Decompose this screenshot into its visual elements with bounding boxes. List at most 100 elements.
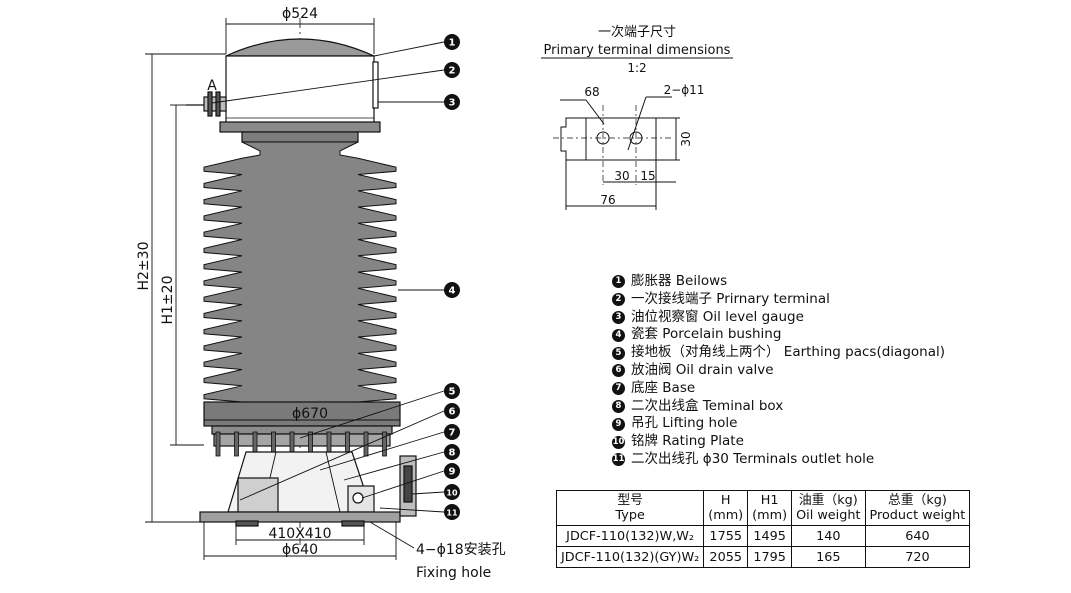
spec-header-line: H1 [760,493,779,508]
legend-number-badge: 4 [612,328,625,342]
callout-marker: 1 [444,34,460,50]
legend-number-badge: 2 [612,293,625,307]
terminal-marker: A [207,78,217,94]
callout-marker: 5 [444,383,460,399]
spec-header-line: Product weight [869,508,966,523]
legend-item: 1 膨胀器 Beilows [612,273,945,291]
callout-marker: 8 [444,444,460,460]
callout-marker: 4 [444,282,460,298]
legend-item: 11 二次出线孔 ϕ30 Terminals outlet hole [612,451,945,469]
legend-text: 一次接线端子 Prirnary terminal [631,290,830,307]
spec-header-line: (mm) [708,508,744,523]
legend-number-badge: 3 [612,310,625,324]
h1-label: H1±20 [160,276,176,325]
spec-cell: 1755 [703,525,749,547]
legend-number-badge: 7 [612,382,625,396]
legend-text: 膨胀器 Beilows [631,273,728,289]
legend-item: 6 放油阀 Oil drain valve [612,362,945,380]
spec-cell: 720 [864,546,971,568]
spec-header-cell: H1(mm) [747,490,793,526]
legend-text: 铭牌 Rating Plate [631,433,744,450]
callout-number: 6 [449,407,456,418]
legend-item: 3 油位视察窗 Oil level gauge [612,309,945,327]
legend-item: 4 瓷套 Porcelain bushing [612,326,945,344]
spec-cell: 1495 [747,525,793,547]
spec-header-line: 型号 [617,493,643,508]
callout-marker: 2 [444,62,460,78]
callout-number: 4 [449,286,456,297]
spec-cell: 2055 [703,546,749,568]
callout-number: 3 [449,98,456,109]
spec-cell: JDCF-110(132)(GY)W₂ [555,546,705,568]
base-diameter-label: ϕ640 [282,542,318,558]
legend-number-badge: 5 [612,346,625,360]
legend-number-badge: 11 [612,453,625,467]
callout-number: 8 [449,448,456,459]
spec-cell: JDCF-110(132)W,W₂ [555,525,705,547]
callout-marker: 7 [444,424,460,440]
parts-legend: 1 膨胀器 Beilows 2 一次接线端子 Prirnary terminal 3 油位… [612,273,945,469]
spec-header-line: 总重（kg) [887,493,947,508]
legend-text: 二次出线盒 Teminal box [631,397,784,414]
callout-number: 10 [446,489,458,498]
spec-cell: 1795 [747,546,793,568]
spec-header-cell: 总重（kg)Product weight [864,490,971,526]
primary-terminal-detail: 一次端子尺寸 Primary terminal dimensions 1:2 6 [541,24,733,210]
terminal-dim-30-h: 30 [614,169,629,183]
legend-text: 放油阀 Oil drain valve [631,361,774,378]
callout-marker: 9 [444,463,460,479]
spec-cell: 140 [791,525,866,547]
legend-text: 二次出线孔 ϕ30 Terminals outlet hole [631,450,875,467]
callout-number: 7 [449,428,456,439]
legend-number-badge: 8 [612,399,625,413]
legend-item: 7 底座 Base [612,380,945,398]
fixing-hole-cn-label: 4−ϕ18安装孔 [416,542,506,558]
callout-number: 11 [446,509,458,518]
callout-marker: 11 [444,504,460,520]
legend-item: 5 接地板（对角线上两个） Earthing pacs(diagonal) [612,344,945,362]
callout-number: 9 [449,467,456,478]
legend-item: 2 一次接线端子 Prirnary terminal [612,291,945,309]
spec-header-line: (mm) [752,508,788,523]
legend-text: 底座 Base [631,379,696,396]
legend-text: 吊孔 Lifting hole [631,415,738,432]
callout-number: 2 [449,66,456,77]
spec-cell: 165 [791,546,866,568]
spec-cell: 640 [864,525,971,547]
terminal-title-cn: 一次端子尺寸 [598,24,676,40]
legend-item: 10 铭牌 Rating Plate [612,433,945,451]
callout-marker: 6 [444,403,460,419]
bolt-square-label: 410X410 [268,526,331,542]
top-diameter-label: ϕ524 [282,6,318,22]
spec-header-line: Oil weight [796,508,861,523]
dimension-lines [145,18,415,560]
spec-header-line: Type [615,508,645,523]
callout-number: 5 [449,387,456,398]
fixing-hole-en-label: Fixing hole [416,565,491,581]
spec-header-cell: H(mm) [703,490,749,526]
callout-number: 1 [449,38,456,49]
h2-label: H2±30 [136,242,152,291]
legend-number-badge: 1 [612,275,625,289]
spec-header-line: 油重（kg) [798,493,858,508]
spec-header-cell: 油重（kg)Oil weight [791,490,866,526]
callout-markers: 1 2 3 4 5 6 7 8 9 10 11 [444,34,460,520]
legend-number-badge: 10 [612,435,625,449]
legend-number-badge: 6 [612,364,625,378]
terminal-dim-30-v: 30 [679,131,693,146]
terminal-dim-76: 76 [600,193,615,207]
legend-text: 油位视察窗 Oil level gauge [631,308,804,325]
spec-header-line: H [720,493,731,508]
legend-text: 接地板（对角线上两个） Earthing pacs(diagonal) [631,344,945,361]
terminal-scale: 1:2 [627,61,646,75]
terminal-dim-15: 15 [640,169,655,183]
terminal-title-en: Primary terminal dimensions [544,43,731,58]
mid-diameter-label: ϕ670 [292,406,328,422]
callout-leaders [211,41,445,513]
legend-text: 瓷套 Porcelain bushing [631,326,782,343]
